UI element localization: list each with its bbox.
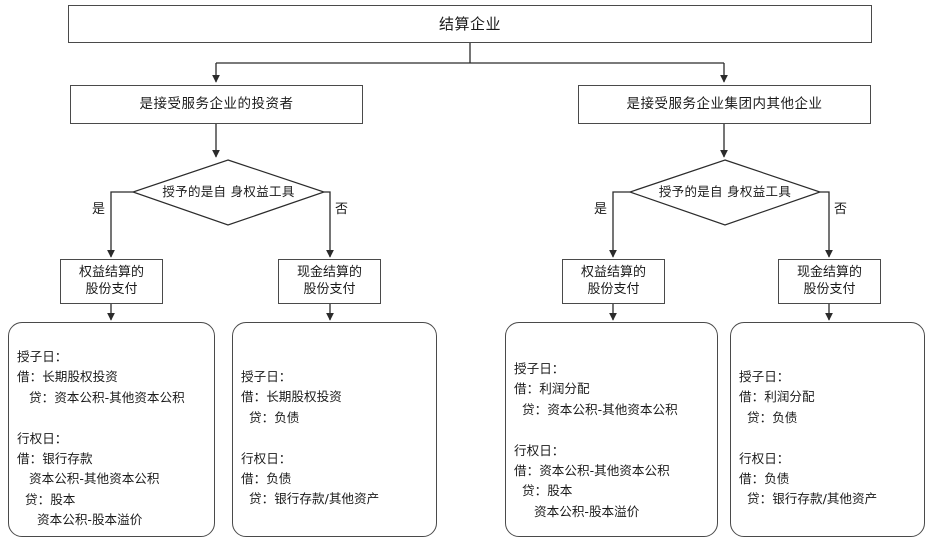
edge-label-decision2-no: 否: [834, 202, 848, 217]
entry-box-3[interactable]: 授子日： 借：利润分配 贷：资本公积-其他资本公积 行权日： 借：资本公积-其他…: [505, 322, 718, 537]
entry-box-2[interactable]: 授子日： 借：长期股权投资 贷：负债 行权日： 借：负债 贷：银行存款/其他资产: [232, 322, 437, 537]
node-outcome-1-label: 权益结算的 股份支付: [78, 264, 144, 297]
node-outcome-2-label: 现金结算的 股份支付: [296, 264, 362, 297]
node-outcome-equity-settled-2[interactable]: 权益结算的 股份支付: [562, 259, 665, 304]
node-outcome-cash-settled-1[interactable]: 现金结算的 股份支付: [278, 259, 381, 304]
edge-label-decision2-yes: 是: [594, 202, 608, 217]
entry-box-3-text: 授子日： 借：利润分配 贷：资本公积-其他资本公积 行权日： 借：资本公积-其他…: [514, 361, 678, 519]
wire-decision1-yes: [107, 191, 133, 258]
decision-left[interactable]: 授予的是自 身权益工具: [133, 160, 324, 225]
decision-left-label: 授予的是自 身权益工具: [162, 183, 295, 199]
node-outcome-4-label: 现金结算的 股份支付: [796, 264, 862, 297]
node-branch-investor[interactable]: 是接受服务企业的投资者: [70, 85, 363, 124]
decision-right[interactable]: 授予的是自 身权益工具: [630, 160, 820, 225]
decision-right-label: 授予的是自 身权益工具: [658, 183, 792, 199]
node-branch-investor-label: 是接受服务企业的投资者: [139, 96, 294, 113]
node-branch-group-entity-label: 是接受服务企业集团内其他企业: [626, 96, 823, 113]
entry-box-1[interactable]: 授子日： 借：长期股权投资 贷：资本公积-其他资本公积 行权日： 借：银行存款 …: [8, 322, 215, 537]
node-root-label: 结算企业: [438, 14, 501, 33]
entry-box-2-text: 授子日： 借：长期股权投资 贷：负债 行权日： 借：负债 贷：银行存款/其他资产: [241, 369, 380, 507]
entry-box-1-text: 授子日： 借：长期股权投资 贷：资本公积-其他资本公积 行权日： 借：银行存款 …: [17, 349, 185, 528]
node-outcome-cash-settled-2[interactable]: 现金结算的 股份支付: [778, 259, 881, 304]
node-outcome-equity-settled-1[interactable]: 权益结算的 股份支付: [60, 259, 163, 304]
entry-box-4[interactable]: 授子日： 借：利润分配 贷：负债 行权日： 借：负债 贷：银行存款/其他资产: [730, 322, 925, 537]
node-outcome-3-label: 权益结算的 股份支付: [580, 264, 646, 297]
edge-label-decision1-yes: 是: [92, 202, 106, 217]
edge-label-decision1-no: 否: [335, 202, 349, 217]
node-root[interactable]: 结算企业: [68, 5, 872, 43]
wire-decision2-yes: [609, 191, 630, 258]
entry-box-4-text: 授子日： 借：利润分配 贷：负债 行权日： 借：负债 贷：银行存款/其他资产: [739, 369, 878, 507]
wire-decision2-no: [820, 191, 833, 258]
node-branch-group-entity[interactable]: 是接受服务企业集团内其他企业: [578, 85, 871, 124]
wire-decision1-no: [324, 191, 334, 258]
